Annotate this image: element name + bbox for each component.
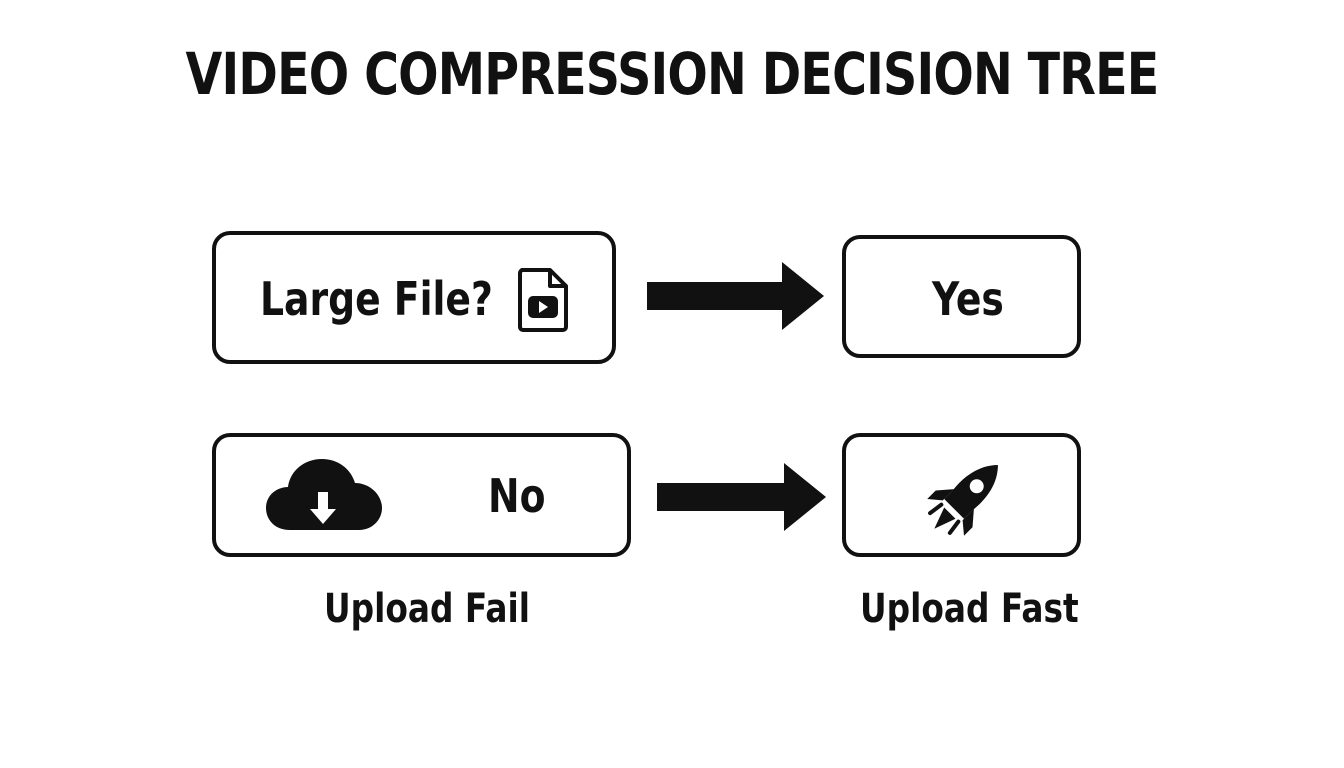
rocket-icon xyxy=(927,465,998,536)
arrow-no-to-upload-fast xyxy=(657,463,826,531)
yes-node: Yes xyxy=(842,235,1081,358)
upload-fast-caption: Upload Fast xyxy=(860,586,1079,632)
upload-fail-caption: Upload Fail xyxy=(324,586,531,632)
large-file-label: Large File? xyxy=(260,272,493,326)
upload-fast-node xyxy=(842,433,1081,557)
arrow-large-file-to-yes xyxy=(647,262,824,330)
large-file-node: Large File? xyxy=(212,231,616,364)
video-file-icon xyxy=(518,268,568,332)
no-label: No xyxy=(488,469,546,523)
cloud-download-icon xyxy=(266,459,382,530)
yes-label: Yes xyxy=(932,272,1004,326)
no-node: No xyxy=(212,433,631,557)
diagram-title: VIDEO COMPRESSION DECISION TREE xyxy=(185,40,1160,108)
